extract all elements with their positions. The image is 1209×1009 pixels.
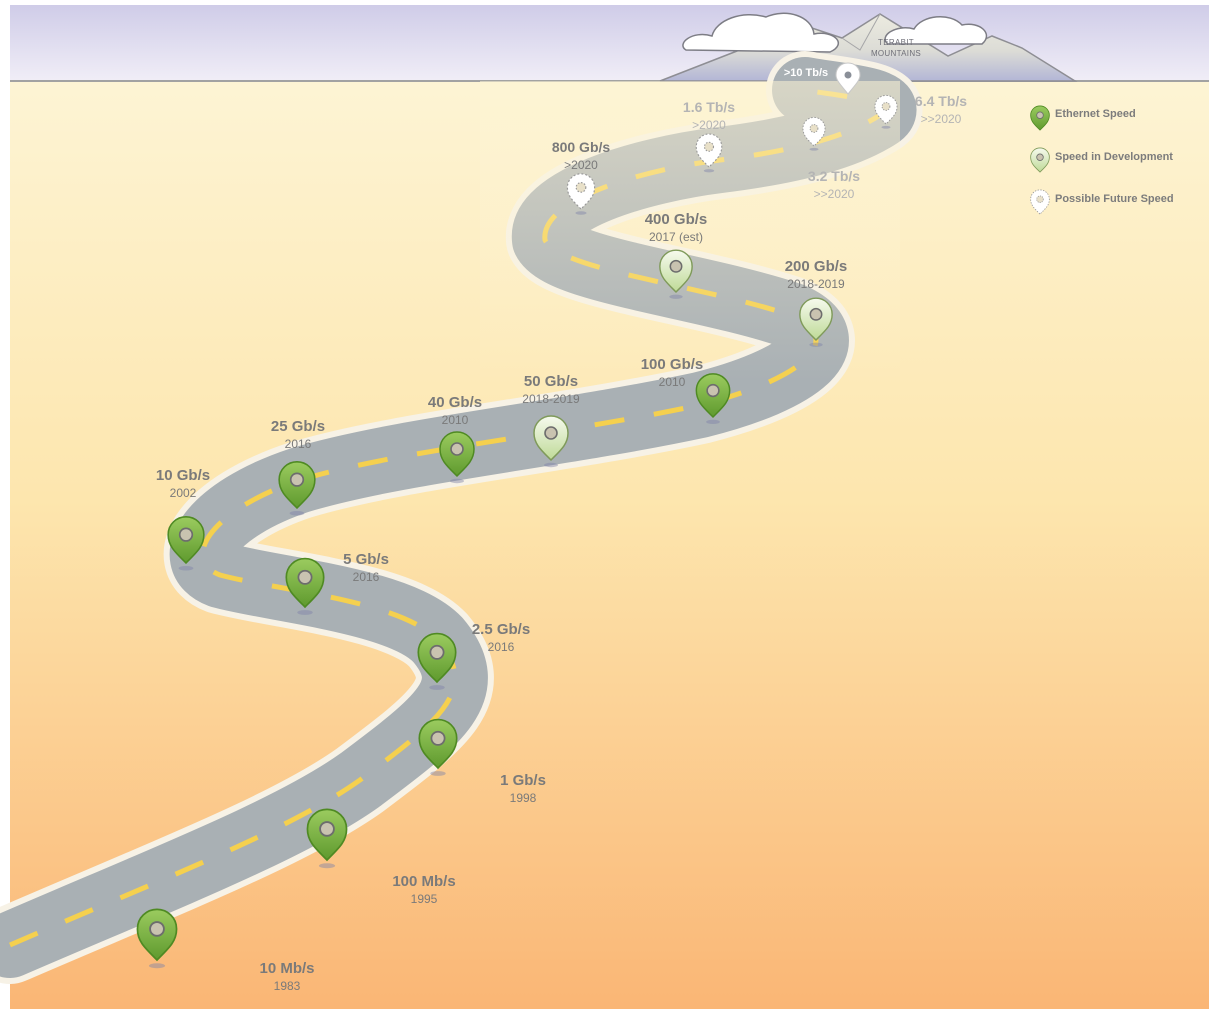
pin-shadow [809,148,818,151]
milestone-speed: 3.2 Tb/s [808,168,860,184]
pin-shadow [704,169,715,172]
milestone-year: 2018-2019 [522,392,580,406]
pin-shadow [669,295,682,299]
milestone-year: 2016 [353,570,380,584]
milestone-year: >2020 [564,158,598,172]
milestone-year: 2016 [488,640,515,654]
pin-shadow [881,126,890,129]
pin-shadow [297,610,312,615]
pin-shadow [290,511,305,516]
pin-shadow [809,343,822,347]
pin-shadow [179,566,194,571]
milestone-speed: 200 Gb/s [785,258,848,275]
milestone-speed: 50 Gb/s [524,373,578,390]
milestone-year: 1995 [411,892,438,906]
milestone-year: 2016 [285,437,312,451]
legend-label-ethernet: Ethernet Speed [1055,108,1136,120]
pin-shadow [430,771,445,776]
top-speed-label: >10 Tb/s [784,67,828,79]
pin-shadow [319,863,335,868]
milestone-speed: 1.6 Tb/s [683,99,735,115]
legend-label-development: Speed in Development [1055,151,1173,163]
pin-shadow [149,963,165,968]
pin-shadow [544,463,558,467]
pin-shadow [450,479,464,483]
milestone-speed: 10 Gb/s [156,467,210,484]
pin-shadow [706,420,720,424]
milestone-speed: 100 Mb/s [392,873,455,890]
milestone-speed: 5 Gb/s [343,551,389,568]
milestone-speed: 25 Gb/s [271,418,325,435]
milestone-speed: 40 Gb/s [428,394,482,411]
milestone-speed: 10 Mb/s [259,960,314,977]
milestone-year: 2002 [170,486,197,500]
milestone-speed: 400 Gb/s [645,211,708,228]
milestone-speed: 2.5 Gb/s [472,621,530,638]
milestone-year: 2017 (est) [649,230,703,244]
milestone-speed: 6.4 Tb/s [915,93,967,109]
milestone-speed: 800 Gb/s [552,139,611,155]
mountains-label-line1: TERABIT [878,38,914,47]
milestone-year: 1983 [274,979,301,993]
legend-label-future: Possible Future Speed [1055,193,1174,205]
pin-shadow [429,685,444,690]
milestone-year: >>2020 [814,187,855,201]
pin-shadow [575,211,586,215]
milestone-year: 2018-2019 [787,277,845,291]
milestone-speed: 1 Gb/s [500,772,546,789]
milestone-year: 1998 [510,791,537,805]
milestone-year: >>2020 [921,112,962,126]
milestone-speed: 100 Gb/s [641,356,704,373]
milestone-year: >2020 [692,118,726,132]
milestone-year: 2010 [659,375,686,389]
milestone-year: 2010 [442,413,469,427]
mountains-label-line2: MOUNTAINS [871,49,921,58]
